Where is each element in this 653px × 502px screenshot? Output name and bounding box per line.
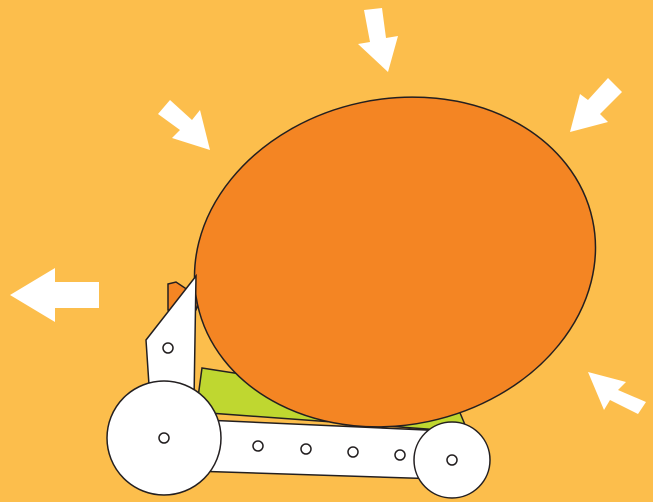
chassis-hole	[348, 447, 358, 457]
chassis-hole	[301, 444, 311, 454]
chassis-hole	[395, 450, 405, 460]
post-hole	[163, 343, 173, 353]
wheel-axle	[447, 455, 457, 465]
front-wheel	[414, 422, 490, 498]
chassis-hole	[253, 441, 263, 451]
rear-wheel	[107, 381, 221, 495]
wheel-axle	[159, 433, 169, 443]
